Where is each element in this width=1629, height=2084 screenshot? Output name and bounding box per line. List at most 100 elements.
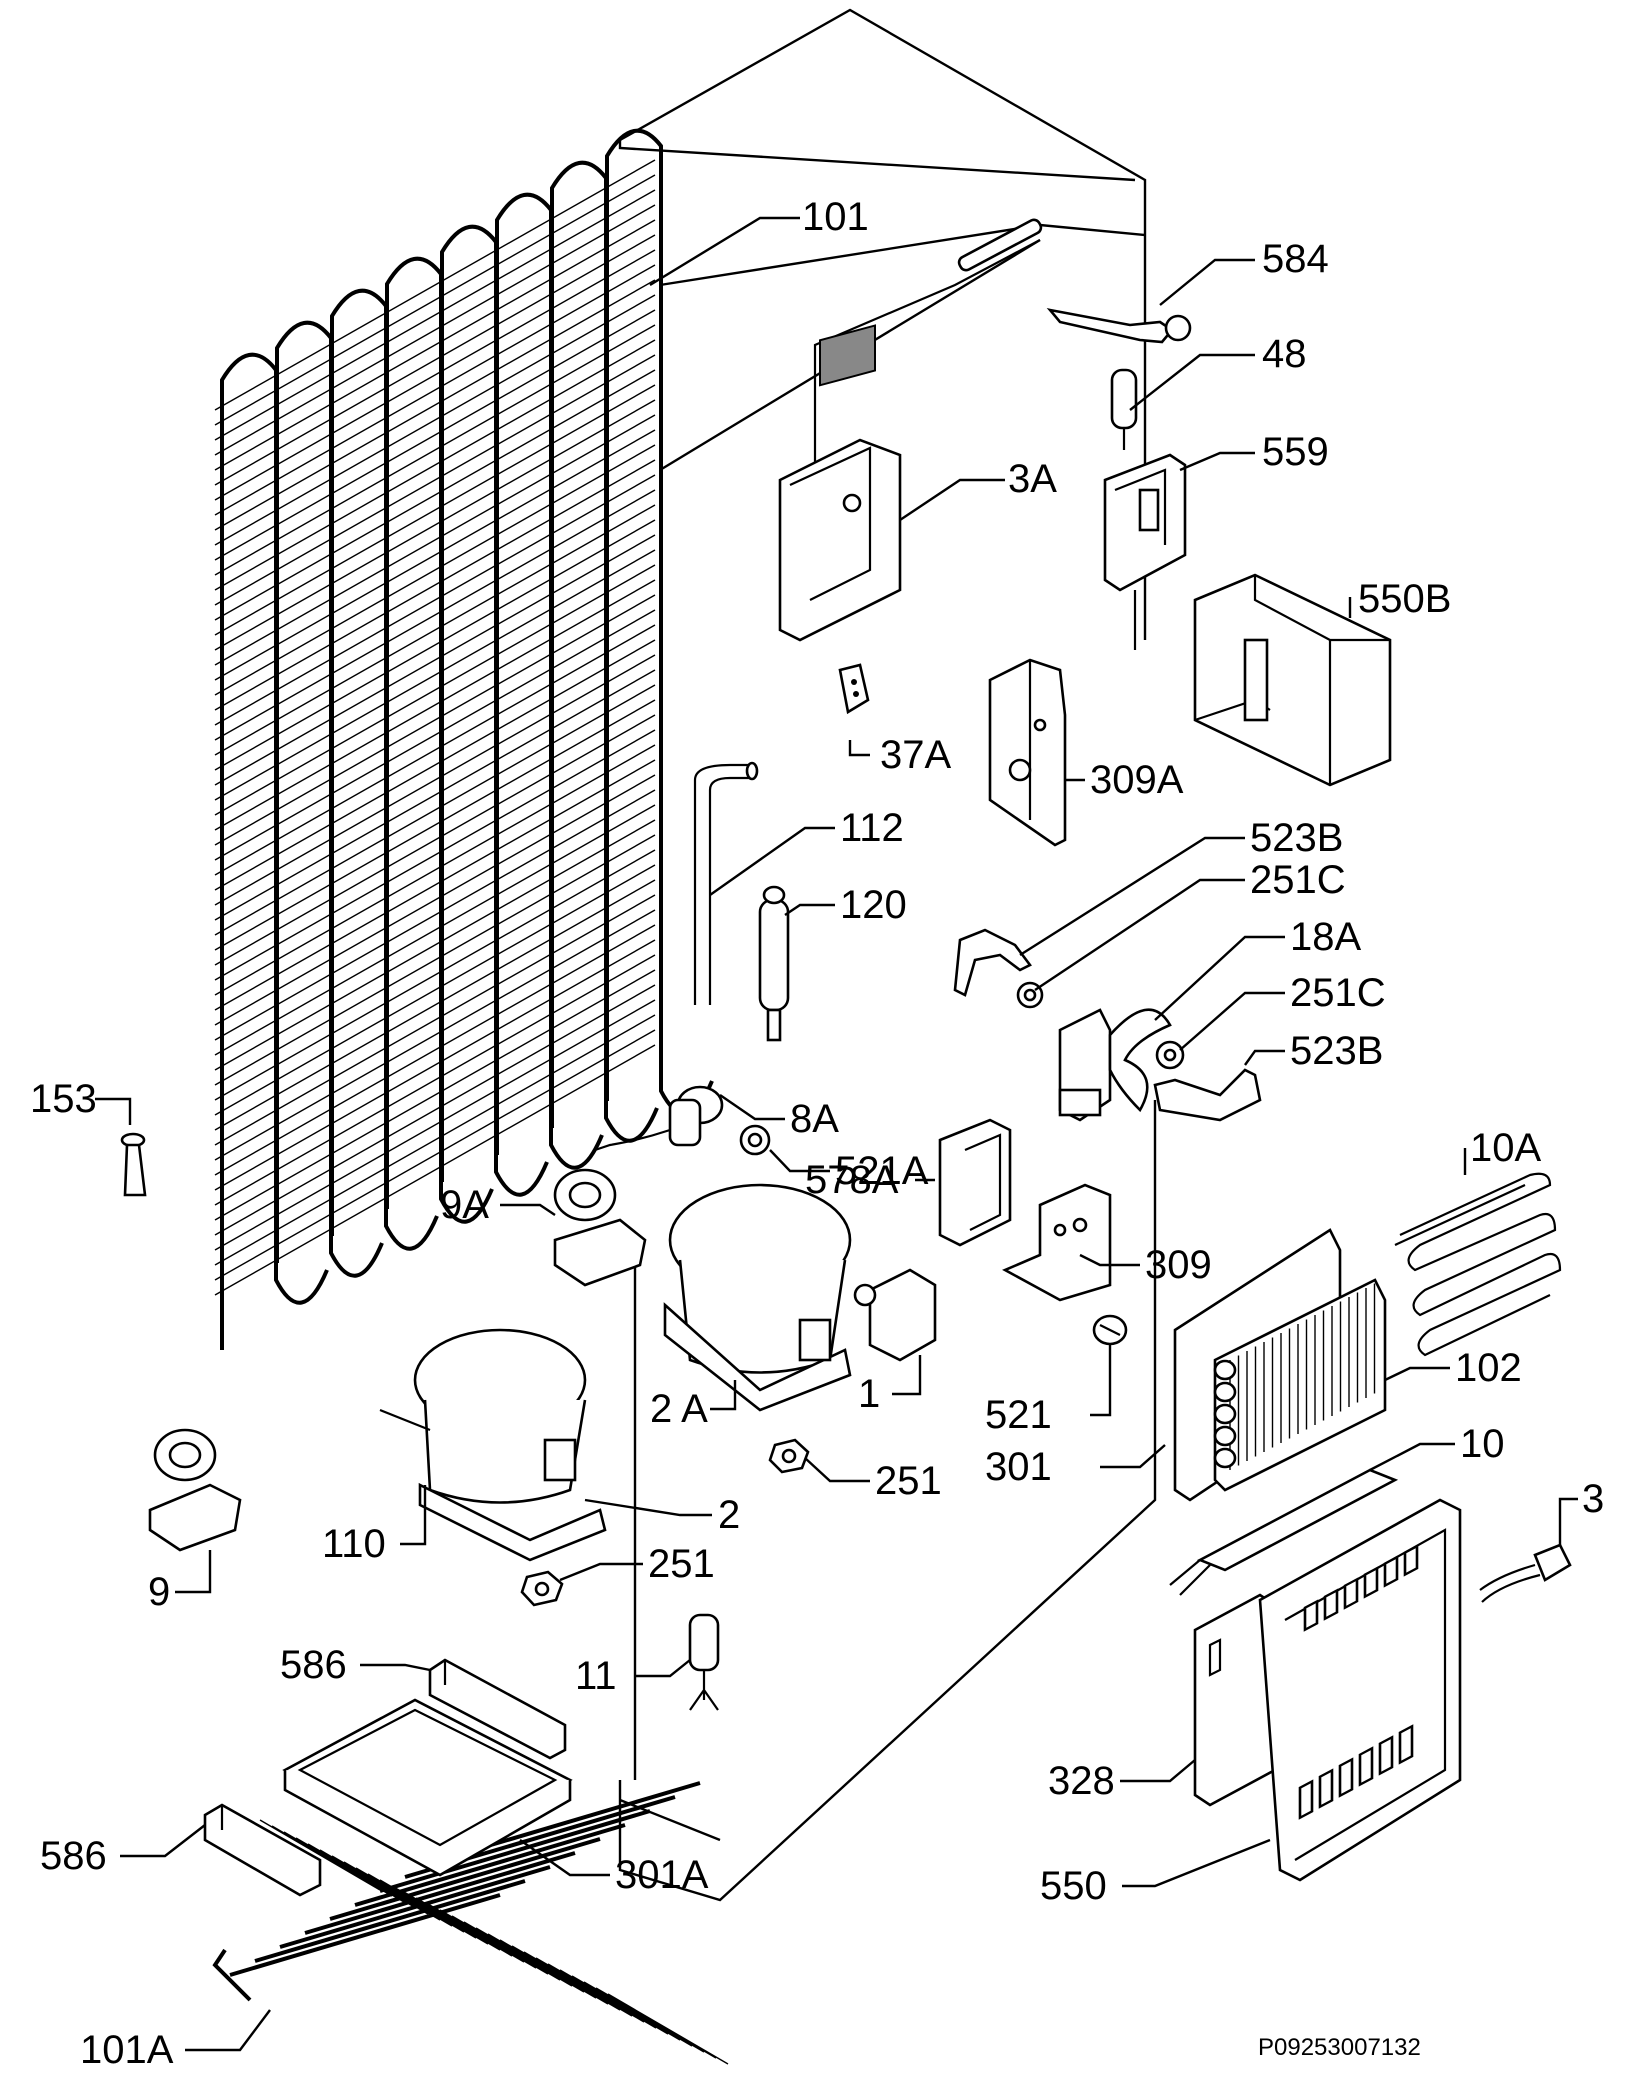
condenser-wire [214,264,656,516]
condenser-wire [214,699,656,951]
condenser-wire [214,309,656,561]
vent-slot [1363,1566,1379,1599]
condenser-wire [214,954,656,1206]
evaporator-loop [379,1809,651,1893]
evaporator-wire [319,1849,441,1921]
condenser-wire [214,1014,656,1266]
evaporator-wire [331,1855,453,1927]
label-2a: 2 A [650,1387,708,1431]
condenser-wire [214,744,656,996]
label-2: 2 [718,1493,740,1537]
evaporator-tube-end [1213,1403,1237,1425]
nut-251-mid [768,1438,810,1474]
evaporator-wire [511,1945,633,2017]
evaporator-wire [343,1861,465,1933]
evaporator-wire [295,1837,417,1909]
evaporator-wire [535,1957,657,2029]
condenser-wire [214,759,656,1011]
condenser-wire [214,879,656,1131]
condenser-wire [214,369,656,621]
evaporator-wire [595,1987,717,2059]
vent-slot [1298,1779,1314,1820]
label-523b-low: 523B [1290,1029,1383,1073]
evaporator-wire [487,1933,609,2005]
vent-slot [1343,1577,1359,1610]
evaporator-tube [212,1948,252,2002]
condenser-wire [214,1029,656,1281]
leader-lines [95,216,1578,2052]
condenser-wire [214,579,656,831]
condenser-wire [214,384,656,636]
label-523b-top: 523B [1250,816,1343,860]
label-309: 309 [1145,1243,1212,1287]
condenser-wire [214,969,656,1221]
evaporator-wire [283,1831,405,1903]
label-301a: 301A [615,1853,709,1897]
label-584: 584 [1262,237,1329,281]
label-9a: 9A [440,1183,489,1227]
evaporator-wire [367,1873,489,1945]
evaporator-wire [463,1921,585,1993]
condenser-wire [214,174,656,426]
condenser-wire [214,459,656,711]
condenser-wire [214,774,656,1026]
evaporator-wire [559,1969,681,2041]
label-251-mid: 251 [875,1459,942,1503]
condenser-wire [214,864,656,1116]
part-labels: 101 584 48 3A 559 550B 37A 309A 112 120 … [30,195,1604,2072]
label-10: 10 [1460,1422,1505,1466]
heater-10a [1394,1172,1562,1357]
label-3: 3 [1582,1477,1604,1521]
label-251c-top: 251C [1250,858,1346,902]
condenser-wire [214,624,656,876]
fan-motor-18a [1058,1008,1172,1122]
condenser-wire [214,849,656,1101]
evaporator-wire [571,1975,693,2047]
condenser-wire [214,654,656,906]
vent-slot [1398,1724,1414,1765]
evaporator-wire [523,1951,645,2023]
evaporator-loop [229,1893,501,1977]
condenser-wire [214,339,656,591]
label-153: 153 [30,1077,97,1121]
cabinet-outline [618,8,1157,1902]
rail-586-upper [428,1658,567,1760]
condenser-wire [214,594,656,846]
label-120: 120 [840,883,907,927]
label-586-low: 586 [40,1834,107,1878]
condenser-wire [214,354,656,606]
condenser-wire [214,474,656,726]
grommet-251c-lower [1155,1040,1185,1070]
condenser-wire [214,504,656,756]
label-559: 559 [1262,430,1329,474]
label-11: 11 [575,1654,617,1698]
label-112: 112 [840,806,904,850]
condenser-wire [214,609,656,861]
evaporator-wire [415,1897,537,1969]
evaporator-wire [451,1915,573,1987]
cover-550b [1193,573,1392,787]
label-9: 9 [148,1570,170,1614]
condenser-wire [214,1044,656,1296]
drain-tube-112 [693,761,759,1005]
condenser-wire [214,819,656,1071]
evaporator-wire [439,1909,561,1981]
label-521: 521 [985,1393,1052,1437]
evaporator-wire [499,1939,621,2011]
drawing-code: P09253007132 [1258,2034,1421,2061]
evaporator-wire [475,1927,597,1999]
evaporator-wire [547,1963,669,2035]
starter-1 [853,1268,937,1362]
evaporator-tube-end [1213,1359,1237,1381]
thermostat-housing [778,324,902,642]
vent-slot [1358,1746,1374,1787]
cover-578a [938,1118,1012,1247]
evaporator-wire [271,1825,393,1897]
bracket-584 [1046,308,1192,344]
label-550b: 550B [1358,577,1451,621]
label-328: 328 [1048,1759,1115,1803]
vent-slot [1383,1555,1399,1588]
heater-10 [1169,1468,1399,1596]
lamp-48 [1110,368,1138,450]
